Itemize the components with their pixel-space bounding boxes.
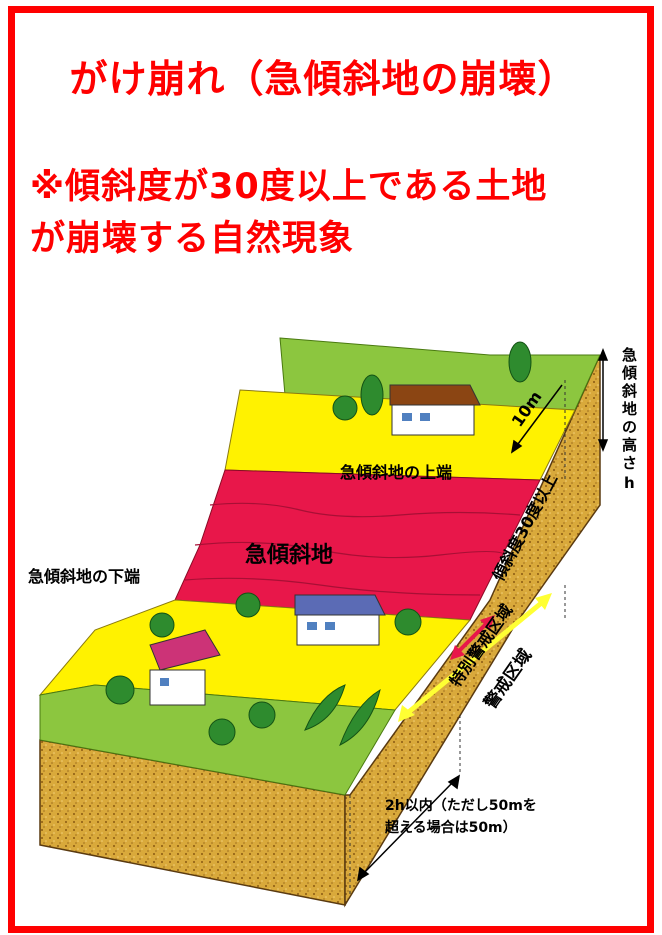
slope-texture bbox=[184, 502, 521, 596]
warning-zone-arrow bbox=[398, 593, 552, 722]
special-zone-arrow bbox=[450, 615, 495, 660]
lower-house bbox=[149, 629, 221, 706]
svg-text:傾: 傾 bbox=[621, 364, 638, 382]
trees bbox=[105, 341, 532, 747]
description-line-1: ※傾斜度が30度以上である土地 bbox=[30, 167, 548, 207]
upper-house bbox=[389, 384, 481, 436]
steep-slope-label: 急傾斜地 bbox=[245, 542, 333, 568]
svg-text:の: の bbox=[622, 418, 637, 436]
svg-text:急: 急 bbox=[622, 346, 637, 364]
slope-bottom-label: 急傾斜地の下端 bbox=[28, 567, 140, 586]
svg-text:地: 地 bbox=[622, 400, 637, 418]
svg-text:h: h bbox=[624, 474, 635, 492]
svg-text:さ: さ bbox=[622, 454, 637, 472]
svg-text:高: 高 bbox=[622, 436, 637, 454]
range-arrow bbox=[356, 774, 461, 882]
slope-top-label: 急傾斜地の上端 bbox=[340, 463, 452, 482]
range-label-line-1: 2h以内（ただし50mを bbox=[385, 797, 537, 814]
soil-right-side bbox=[344, 354, 601, 908]
description-line-2: が崩壊する自然現象 bbox=[30, 219, 355, 259]
page-title: がけ崩れ（急傾斜地の崩壊） bbox=[69, 57, 577, 101]
ten-meter-arrow bbox=[510, 384, 563, 454]
range-label-line-2: 超える場合は50m） bbox=[384, 819, 517, 836]
reference-lines bbox=[349, 380, 566, 895]
height-arrow bbox=[597, 347, 609, 453]
svg-text:斜: 斜 bbox=[621, 382, 637, 400]
height-label: 急 傾 斜 地 の 高 さ h bbox=[621, 346, 638, 492]
landslide-diagram: 急傾斜地の上端 急傾斜地の下端 急傾斜地 10m 急 傾 斜 地 の 高 さ h… bbox=[28, 337, 638, 908]
middle-house bbox=[294, 594, 386, 646]
